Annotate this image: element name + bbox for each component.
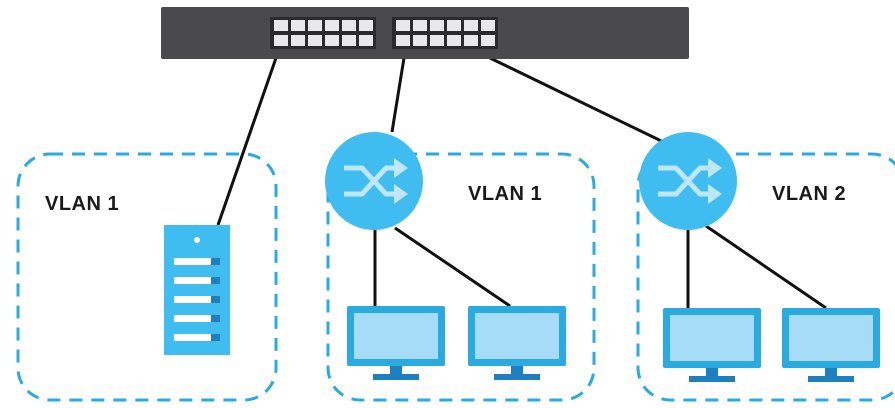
server-drive-indicator <box>211 334 220 341</box>
switch-port <box>291 35 305 46</box>
switch-port <box>481 20 495 31</box>
cable-router-2-to-pc-4 <box>705 224 827 310</box>
switch-port <box>308 20 322 31</box>
vlan-group-box-3 <box>636 152 895 402</box>
server-drive-slot <box>174 296 220 303</box>
cables <box>216 56 827 310</box>
vlan-label: VLAN 1 <box>468 183 543 205</box>
cable-switch-to-router-1 <box>390 57 406 133</box>
server-drive-indicator <box>211 315 220 322</box>
cable-router-1-to-pc-2 <box>394 226 511 308</box>
switch-port <box>430 20 444 31</box>
switch-port <box>274 35 288 46</box>
router-icon <box>325 132 423 230</box>
server-icon <box>164 225 230 355</box>
switch-port <box>447 20 461 31</box>
switch-port <box>464 35 478 46</box>
switch-port <box>342 20 356 31</box>
monitor-icon <box>663 308 761 382</box>
monitor-icon <box>347 306 445 380</box>
server-drive-indicator <box>211 277 220 284</box>
switch-port <box>274 20 288 31</box>
server-drive-slot <box>174 277 220 284</box>
cable-switch-to-server <box>216 57 278 226</box>
monitor-icon <box>468 306 566 380</box>
vlan-label: VLAN 1 <box>45 193 120 215</box>
server-drive-slot <box>174 334 220 341</box>
monitor-icon <box>782 308 880 382</box>
switch-port <box>396 35 410 46</box>
network-switch-icon <box>161 7 689 59</box>
switch-port <box>413 20 427 31</box>
switch-port <box>325 20 339 31</box>
switch-port <box>413 35 427 46</box>
switch-port-group <box>270 17 498 49</box>
cable-switch-to-router-2 <box>489 56 685 154</box>
server-drive-indicator <box>211 258 220 265</box>
vlan-label: VLAN 2 <box>772 183 847 205</box>
switch-port <box>308 35 322 46</box>
server-drive-slot <box>174 258 220 265</box>
switch-port <box>447 35 461 46</box>
server-drive-slot <box>174 315 220 322</box>
switch-port <box>359 35 373 46</box>
switch-port <box>325 35 339 46</box>
switch-port <box>291 20 305 31</box>
switch-port <box>464 20 478 31</box>
vlan-group-box-2 <box>326 152 596 402</box>
switch-port <box>430 35 444 46</box>
switch-port <box>342 35 356 46</box>
switch-port <box>396 20 410 31</box>
router-icon <box>639 132 737 230</box>
server-drive-slots <box>174 258 220 341</box>
vlan-group-box-1 <box>16 152 278 402</box>
switch-port <box>359 20 373 31</box>
switch-port <box>481 35 495 46</box>
server-drive-indicator <box>211 296 220 303</box>
